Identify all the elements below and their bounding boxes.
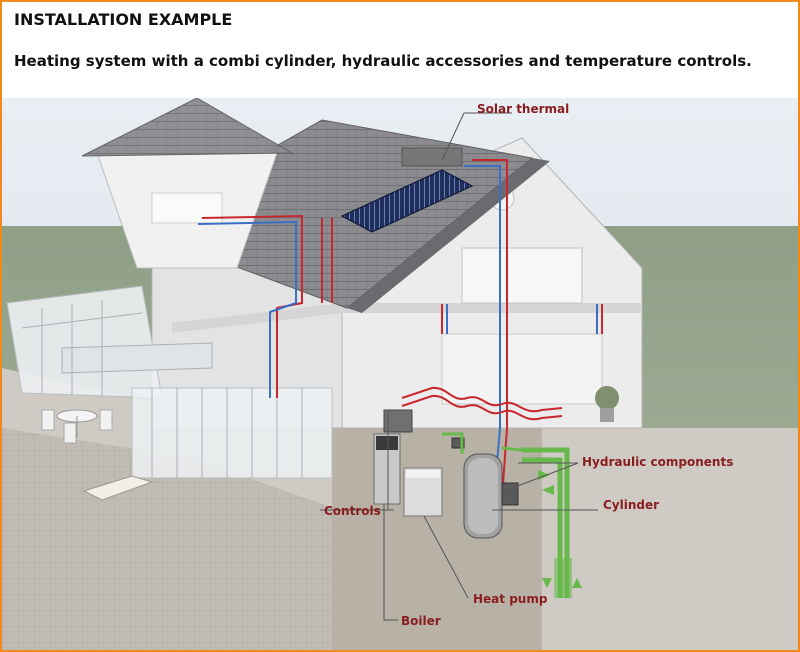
page-title: INSTALLATION EXAMPLE (14, 10, 233, 29)
page-subtitle: Heating system with a combi cylinder, hy… (14, 52, 752, 70)
label-cylinder: Cylinder (603, 498, 660, 512)
house-drawing (2, 98, 798, 650)
label-solar-thermal: Solar thermal (477, 102, 570, 116)
label-controls: Controls (324, 504, 381, 518)
label-heat-pump: Heat pump (473, 592, 548, 606)
house-cutaway-illustration: Solar thermal Hydraulic components Cylin… (2, 98, 798, 650)
label-boiler: Boiler (401, 614, 441, 628)
label-hydraulic-components: Hydraulic components (582, 455, 734, 469)
